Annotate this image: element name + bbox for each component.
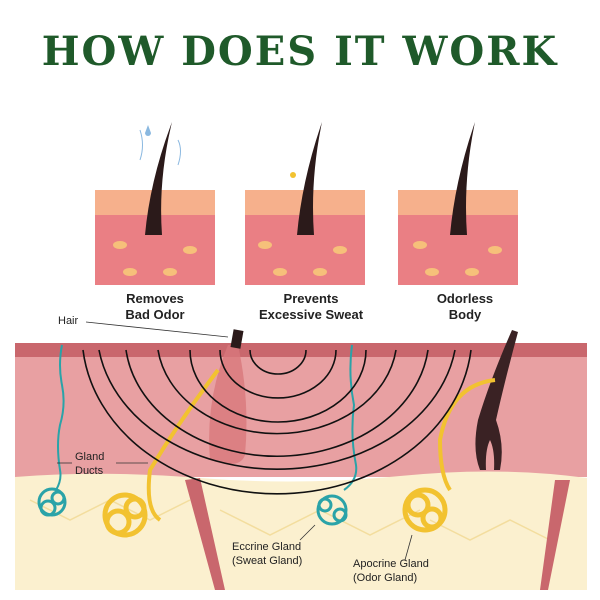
caption-line: Body — [448, 307, 482, 322]
label-eccrine-gland: Eccrine Gland (Sweat Gland) — [232, 540, 302, 568]
hair-icon — [145, 122, 172, 235]
label-hair: Hair — [58, 315, 79, 327]
hair-icon — [450, 122, 475, 235]
caption-line: Removes — [126, 291, 184, 306]
caption-line: Bad Odor — [125, 307, 185, 322]
page-title: HOW DOES IT WORK — [41, 28, 559, 75]
wave-arcs — [82, 349, 472, 495]
apocrine-duct-right — [437, 378, 496, 492]
hair-follicle — [209, 345, 247, 464]
apocrine-gland-right — [402, 487, 448, 533]
leader-lines — [57, 321, 413, 561]
label-line: (Sweat Gland) — [232, 555, 303, 567]
fat-layer — [15, 471, 587, 590]
caption-line: Prevents — [283, 291, 339, 306]
caption-line: Excessive Sweat — [258, 307, 364, 322]
evaporation-icon — [139, 129, 181, 166]
eccrine-gland-right — [316, 494, 348, 526]
panel-removes-odor — [95, 122, 215, 285]
hair-icon — [297, 122, 322, 235]
label-line: Apocrine Gland — [353, 558, 429, 570]
sweat-drop-icon — [290, 172, 296, 178]
panel-odorless-body — [398, 122, 518, 285]
eccrine-gland-left — [37, 487, 67, 517]
hair-root-icon — [475, 330, 518, 470]
droplet-icon — [145, 125, 151, 136]
label-line: Gland — [75, 451, 105, 463]
gland-duct-left — [55, 344, 65, 491]
label-apocrine-gland: Apocrine Gland (Odor Gland) — [353, 557, 429, 585]
apocrine-duct-left — [146, 368, 220, 522]
caption-line: Odorless — [436, 291, 494, 306]
label-line: Ducts — [75, 465, 104, 477]
panel-prevents-sweat — [245, 122, 365, 285]
apocrine-gland-left — [102, 492, 148, 538]
label-line: Eccrine Gland — [232, 541, 302, 553]
gland-duct-right — [343, 344, 358, 491]
hair-icon — [230, 329, 244, 349]
label-line: (Odor Gland) — [353, 572, 418, 584]
